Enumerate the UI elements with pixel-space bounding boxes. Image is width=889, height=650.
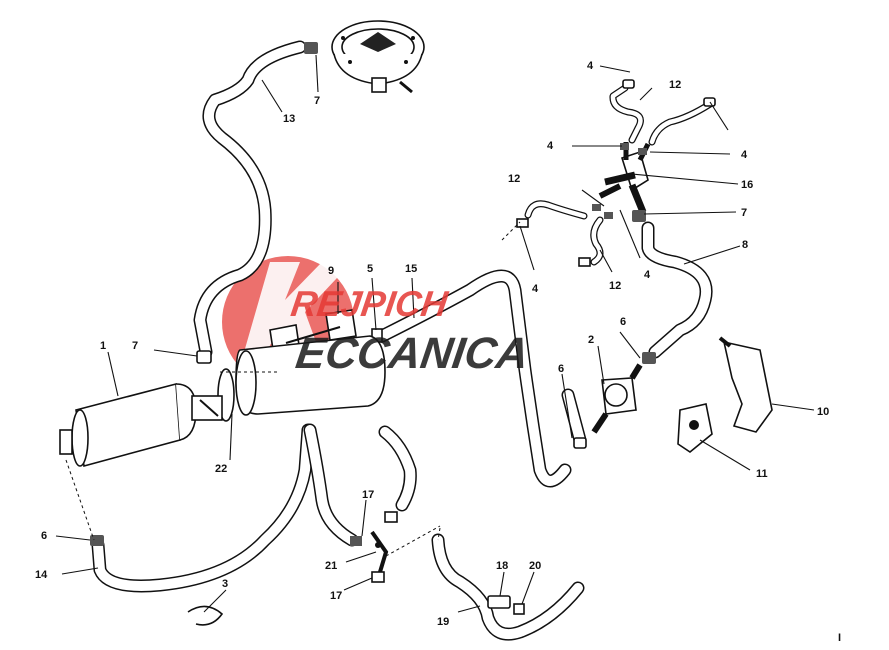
callout-13: 13 (283, 113, 295, 125)
clamp-18 (487, 595, 511, 609)
clamp-6-valve (642, 352, 656, 364)
canister-22 (217, 335, 386, 422)
clamp-4-mid-right (638, 148, 647, 155)
callout-4-lower-left: 4 (532, 283, 539, 295)
fitting-17-lower (371, 571, 385, 583)
clamp-4-mid-left (620, 143, 629, 150)
hose-17-upper (378, 425, 417, 512)
callout-5: 5 (367, 263, 373, 275)
clamp-21-hose (350, 536, 362, 546)
purge-valve-2 (591, 363, 643, 434)
callout-6-valve: 6 (620, 316, 626, 328)
bracket-10 (718, 336, 773, 433)
hose-12-bottom (590, 216, 604, 266)
support-11 (677, 403, 713, 453)
callout-2: 2 (588, 334, 594, 346)
hose-14 (91, 423, 315, 593)
fitting-21 (370, 530, 389, 573)
watermark-line-2: ECCANICA (293, 329, 532, 378)
callout-19: 19 (437, 616, 449, 628)
clamp-7-cap (304, 42, 318, 54)
clamp-7-right (632, 210, 646, 222)
callout-21: 21 (325, 560, 337, 572)
callout-3: 3 (222, 578, 228, 590)
hose-15 (375, 269, 572, 488)
clip-3 (187, 605, 224, 626)
clamp-4-right-top (703, 97, 716, 107)
hose-13 (193, 40, 307, 359)
hose-6-vertical (561, 388, 587, 447)
hose-19 (431, 533, 585, 641)
callout-4-top: 4 (587, 60, 594, 72)
callout-14: 14 (35, 569, 48, 581)
callout-20: 20 (529, 560, 541, 572)
callout-16: 16 (741, 179, 753, 191)
hose-12-left (524, 200, 588, 220)
corner-mark: I (838, 632, 841, 644)
watermark-text: REJPICH ECCANICA (288, 283, 531, 378)
callout-1: 1 (100, 340, 106, 352)
callout-9: 9 (328, 265, 334, 277)
callout-6-mid: 6 (558, 363, 564, 375)
clamp-6-left (90, 535, 104, 546)
callout-10: 10 (817, 406, 829, 418)
clamp-7-left (196, 350, 212, 364)
clamp-4-left (592, 204, 613, 219)
callout-7-right: 7 (741, 207, 747, 219)
callout-17-lower: 17 (330, 590, 342, 602)
hose-21 (303, 423, 359, 547)
callout-labels: 1 2 3 4 4 4 4 4 5 6 6 6 7 7 7 8 9 10 11 … (35, 60, 841, 644)
callout-4-mid-left: 4 (547, 140, 554, 152)
clamp-4-lower (516, 218, 591, 267)
charcoal-canister-1 (59, 382, 223, 468)
leader-lines (55, 54, 815, 613)
hose-8 (641, 221, 713, 359)
bracket-9 (269, 309, 357, 357)
fitting-17-upper (384, 511, 398, 523)
callout-7-left: 7 (132, 340, 138, 352)
callout-15: 15 (405, 263, 417, 275)
callout-11: 11 (756, 468, 768, 480)
callout-17-upper: 17 (362, 489, 374, 501)
callout-22: 22 (215, 463, 227, 475)
screw-20 (513, 603, 525, 615)
callout-7-cap: 7 (314, 95, 320, 107)
callout-12-left: 12 (508, 173, 520, 185)
clamp-4-top (622, 79, 635, 89)
callout-4-lower-right: 4 (644, 269, 651, 281)
fuel-tank-cap (331, 20, 425, 94)
watermark-line-1: REJPICH (288, 283, 451, 324)
callout-18: 18 (496, 560, 508, 572)
callout-12-bottom: 12 (609, 280, 621, 292)
clamp-6-mid (573, 437, 587, 449)
callout-4-mid-right: 4 (741, 149, 748, 161)
callout-12-top: 12 (669, 79, 681, 91)
hose-12-upper (609, 84, 714, 146)
callout-8: 8 (742, 239, 748, 251)
assembly-lines (65, 221, 521, 557)
callout-6-left: 6 (41, 530, 47, 542)
